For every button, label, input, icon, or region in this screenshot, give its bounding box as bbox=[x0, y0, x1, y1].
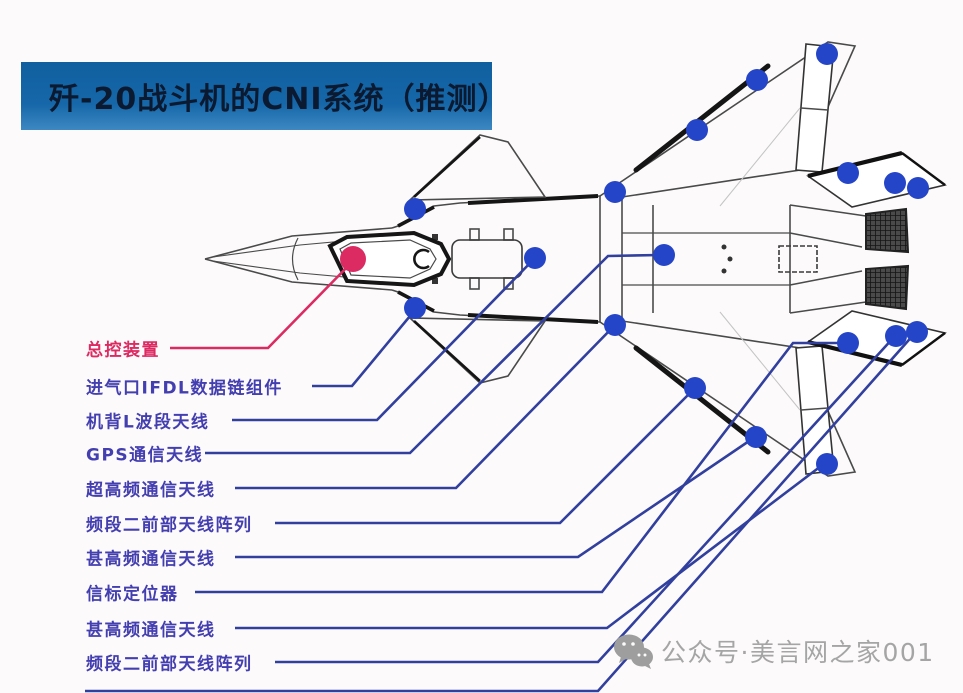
antenna-label-4: GPS通信天线 bbox=[86, 445, 204, 466]
antenna-markers bbox=[340, 43, 929, 475]
antenna-marker-12 bbox=[604, 314, 626, 336]
leader-line-1 bbox=[170, 260, 354, 350]
antenna-marker-11 bbox=[404, 297, 426, 319]
antenna-label-2: 进气口IFDL数据链组件 bbox=[86, 378, 283, 399]
antenna-marker-3 bbox=[686, 119, 708, 141]
antenna-label-10: 频段二前部天线阵列 bbox=[86, 654, 253, 675]
antenna-marker-17 bbox=[885, 325, 907, 347]
antenna-marker-14 bbox=[745, 426, 767, 448]
antenna-marker-13 bbox=[684, 377, 706, 399]
title-text: 歼-20战斗机的CNI系统（推测） bbox=[49, 82, 509, 117]
watermark: 公众号·美言网之家001 bbox=[612, 632, 935, 670]
antenna-marker-1 bbox=[404, 198, 426, 220]
antenna-marker-18 bbox=[906, 321, 928, 343]
leader-lines bbox=[85, 253, 916, 693]
leader-line-2 bbox=[312, 309, 417, 388]
leader-line-3 bbox=[232, 258, 535, 422]
antenna-marker-10 bbox=[653, 244, 675, 266]
antenna-marker-15 bbox=[816, 453, 838, 475]
antenna-label-3: 机背L波段天线 bbox=[86, 412, 210, 433]
wechat-icon bbox=[614, 634, 653, 669]
antenna-label-7: 甚高频通信天线 bbox=[86, 549, 216, 570]
antenna-label-8: 信标定位器 bbox=[86, 584, 179, 605]
leader-line-5 bbox=[235, 325, 615, 490]
antenna-label-1: 总控装置 bbox=[86, 340, 160, 361]
title-banner: 歼-20战斗机的CNI系统（推测） bbox=[21, 62, 508, 130]
leader-line-7 bbox=[235, 435, 756, 559]
antenna-marker-9 bbox=[524, 247, 546, 269]
antenna-marker-2 bbox=[604, 181, 626, 203]
antenna-label-6: 频段二前部天线阵列 bbox=[86, 515, 253, 536]
leader-line-6 bbox=[275, 388, 695, 525]
leader-line-11 bbox=[85, 332, 916, 693]
leader-line-4 bbox=[205, 253, 661, 455]
leader-line-10 bbox=[275, 336, 895, 664]
antenna-marker-6 bbox=[837, 162, 859, 184]
master-control-marker bbox=[340, 246, 366, 272]
antenna-marker-7 bbox=[884, 172, 906, 194]
antenna-label-9: 甚高频通信天线 bbox=[86, 620, 216, 641]
antenna-marker-16 bbox=[837, 332, 859, 354]
antenna-marker-4 bbox=[746, 69, 768, 91]
watermark-text: 公众号·美言网之家001 bbox=[661, 638, 935, 667]
antenna-marker-8 bbox=[907, 177, 929, 199]
leader-line-8 bbox=[195, 341, 844, 594]
antenna-label-5: 超高频通信天线 bbox=[86, 480, 216, 501]
antenna-marker-5 bbox=[816, 43, 838, 65]
airframe-outline bbox=[205, 42, 945, 476]
